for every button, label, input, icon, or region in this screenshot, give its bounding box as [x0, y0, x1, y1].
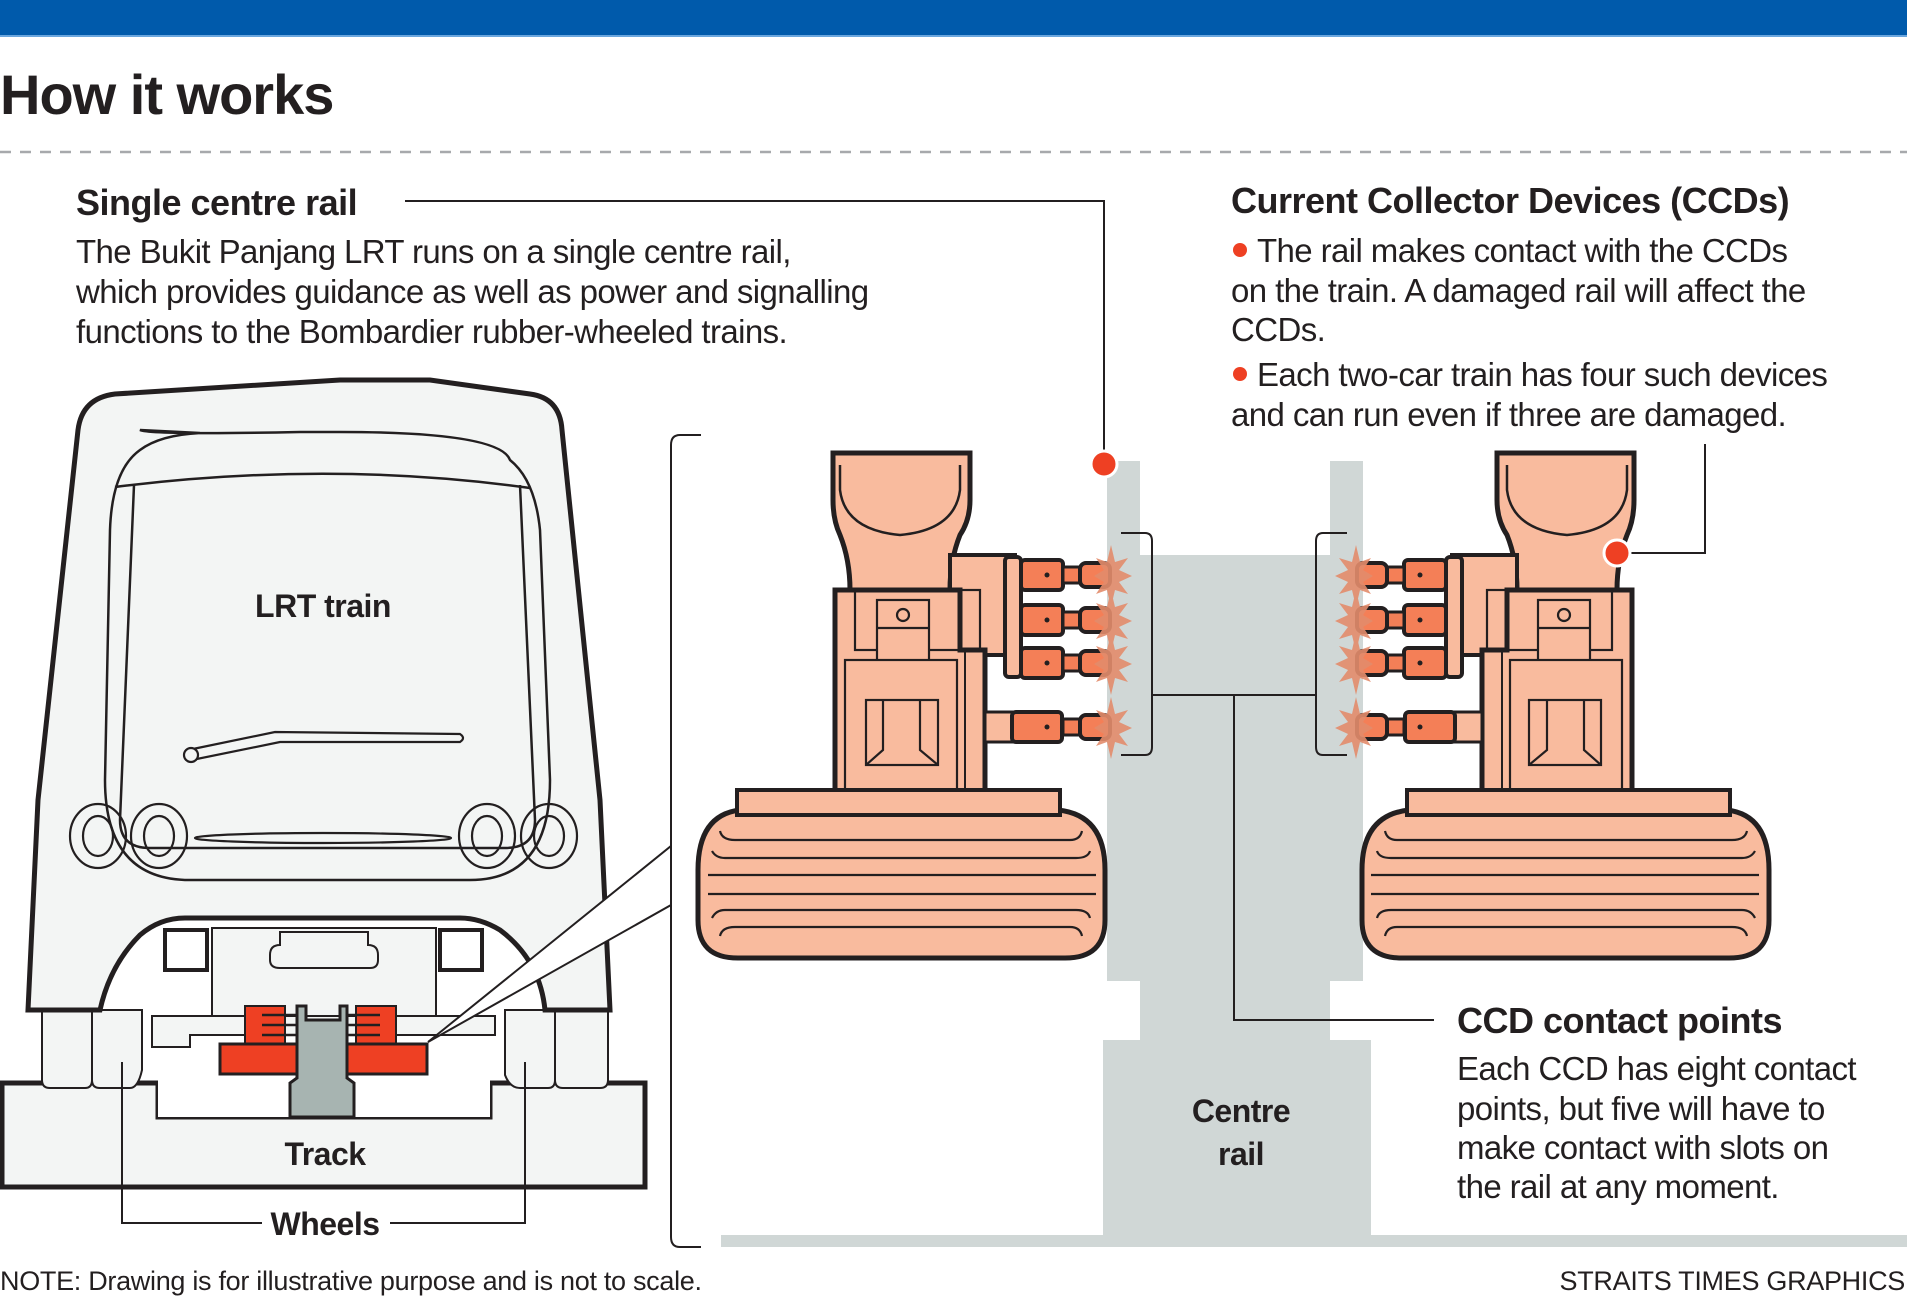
wheels-bracket-right: [390, 1062, 526, 1224]
contact-sparks-left: [1094, 545, 1132, 759]
single-rail-leader: [405, 200, 1105, 458]
single-rail-line-2: which provides guidance as well as power…: [75, 273, 868, 310]
page-title: How it works: [0, 63, 333, 126]
train-centre-rail: [288, 1004, 356, 1119]
wiper-pivot: [182, 746, 200, 764]
spark-icon: [1094, 633, 1132, 695]
footer-credit: STRAITS TIMES GRAPHICS: [1560, 1266, 1905, 1296]
wheel-left-inner: [91, 1009, 143, 1089]
bogie-slot-left: [163, 928, 209, 972]
pin: [1355, 603, 1448, 637]
ccd-bullet-1-line-3: CCDs.: [1231, 311, 1325, 348]
ccd-bullet-1-line-2: on the train. A damaged rail will affect…: [1231, 272, 1806, 309]
headlights: [68, 802, 579, 870]
bogie-slot-right: [438, 928, 484, 972]
track-label: Track: [284, 1136, 366, 1172]
contact-points-heading: CCD contact points: [1457, 1000, 1782, 1041]
bullet-icon: [1233, 243, 1247, 257]
windshield-band: [114, 472, 531, 490]
spark-icon: [1335, 545, 1373, 607]
pin: [1355, 646, 1448, 680]
ccd-bullet-1-line-1: The rail makes contact with the CCDs: [1257, 232, 1788, 269]
contact-points-line-1: Each CCD has eight contact: [1457, 1050, 1856, 1087]
centre-rail-label-2: rail: [1218, 1136, 1264, 1172]
wheel-right-inner: [504, 1009, 556, 1089]
contact-bracket-right: [1315, 532, 1347, 756]
wheel-left: [41, 1009, 93, 1089]
ccd-heading: Current Collector Devices (CCDs): [1231, 180, 1789, 221]
lrt-train-illustration: LRT train Track Wheels: [0, 377, 672, 1242]
ccd-leader: [1630, 444, 1706, 554]
footer-note: NOTE: Drawing is for illustrative purpos…: [0, 1266, 702, 1296]
train-label: LRT train: [255, 588, 391, 624]
wheel-right: [554, 1009, 609, 1089]
centre-rail-label-1: Centre: [1192, 1093, 1290, 1129]
ccd-bullet-2-line-2: and can run even if three are damaged.: [1231, 396, 1786, 433]
contact-bracket-left: [1121, 532, 1153, 756]
spark-icon: [1335, 633, 1373, 695]
contact-points-line-4: the rail at any moment.: [1457, 1168, 1779, 1205]
contact-points-line-3: make contact with slots on: [1457, 1129, 1828, 1166]
contact-leader-down: [1233, 695, 1434, 1021]
contact-points-line-2: points, but five will have to: [1457, 1090, 1825, 1127]
single-rail-heading: Single centre rail: [76, 182, 357, 223]
spark-icon: [1335, 697, 1373, 759]
rail-marker-dot: [1089, 449, 1119, 479]
wheels-label: Wheels: [270, 1206, 379, 1242]
contact-sparks-right: [1335, 545, 1373, 759]
pin: [1010, 710, 1112, 744]
single-rail-line-1: The Bukit Panjang LRT runs on a single c…: [76, 233, 791, 270]
windshield-frame: [103, 428, 552, 882]
header-bar: [0, 0, 1907, 35]
spark-icon: [1094, 545, 1132, 607]
header-bar-edge: [0, 35, 1907, 37]
spark-icon: [1094, 590, 1132, 652]
spark-icon: [1094, 697, 1132, 759]
bullet-icon: [1233, 367, 1247, 381]
ccd-device-left: [695, 450, 1112, 961]
wiper: [186, 730, 465, 762]
ccd-bullet-2-line-1: Each two-car train has four such devices: [1257, 356, 1827, 393]
wheels-bracket-left: [121, 1062, 262, 1224]
detail-bracket: [670, 434, 701, 1248]
train-body: [25, 377, 613, 1013]
spark-icon: [1335, 590, 1373, 652]
pin: [1355, 710, 1457, 744]
ccd-device-right: [1335, 450, 1772, 961]
bogie-coupler: [269, 931, 379, 969]
single-rail-line-3: functions to the Bombardier rubber-wheel…: [76, 313, 787, 350]
ccd-marker-dot: [1602, 538, 1632, 568]
